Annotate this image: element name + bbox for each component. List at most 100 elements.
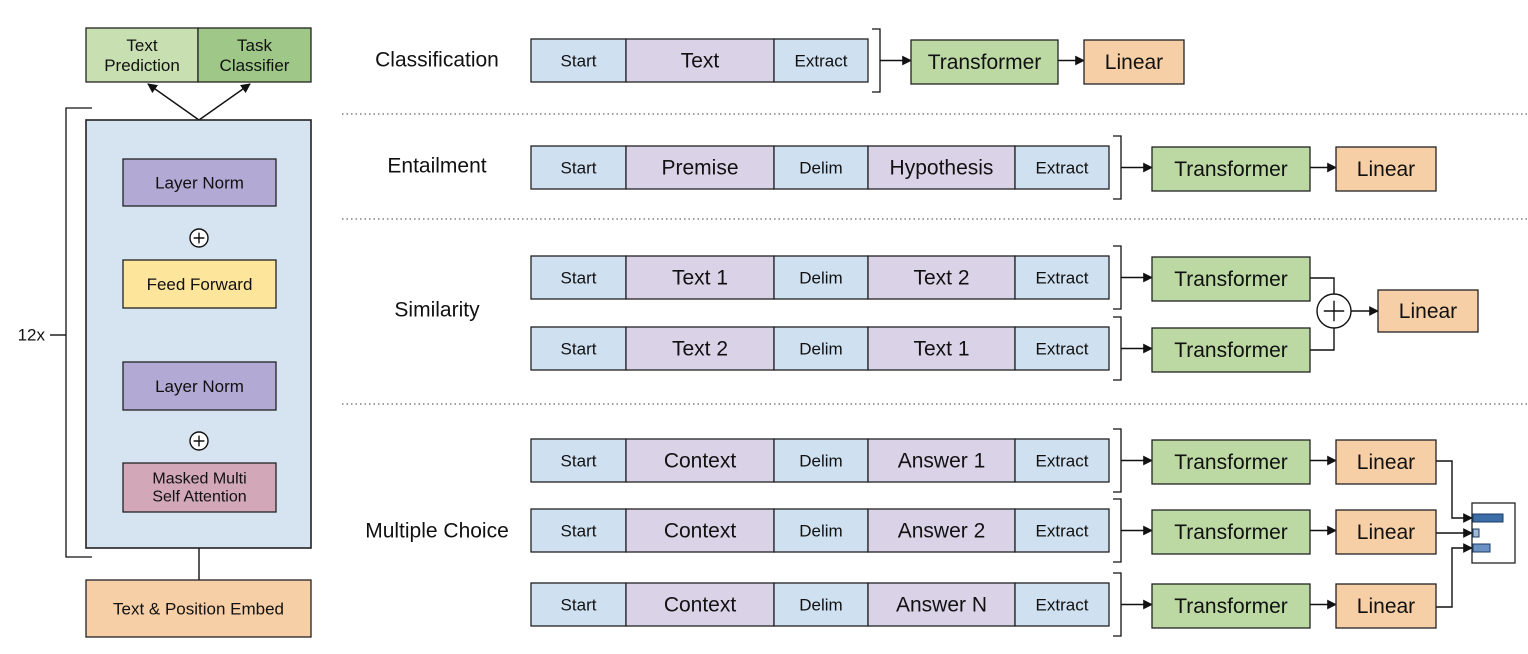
task-label: Entailment [387,155,486,178]
text-position-embed-label: Text & Position Embed [113,599,284,618]
transformer-box-label: Transformer [1174,595,1288,618]
choice-score-bar [1472,543,1491,553]
transformer-box [1151,583,1311,629]
transformer-box-label: Transformer [928,51,1042,74]
token-cell [625,255,775,300]
transformer-box-label: Transformer [1174,521,1288,544]
token-label: Start [561,268,597,287]
token-cell [1014,438,1110,483]
token-cell [1014,326,1110,371]
add-node-2-sign [193,232,205,244]
token-cell [867,582,1016,627]
token-cell [1014,255,1110,300]
similarity-join-bottom [1301,328,1335,351]
layer-norm-bottom [122,361,277,411]
token-cell [625,38,775,83]
transformer-box [1151,327,1311,373]
arrow-to-text-prediction [147,83,200,121]
linear-box [1335,146,1437,192]
input-bracket [1113,428,1122,493]
arrow-to-task-classifier [198,83,251,121]
input-bracket [1113,135,1122,200]
token-label: Answer N [896,593,987,616]
choice-n-to-output [1429,543,1473,608]
token-label: Start [561,51,597,70]
input-bracket [1113,572,1122,637]
token-label: Delim [799,451,842,470]
token-cell [625,508,775,553]
token-label: Text 1 [913,337,969,360]
token-cell [773,582,869,627]
token-cell [530,508,627,553]
task-label: Multiple Choice [365,520,509,543]
linear-box [1335,509,1437,555]
transformer-box [1151,439,1311,485]
token-cell [867,438,1016,483]
token-label: Delim [799,339,842,358]
repeat-bracket [65,107,92,558]
text-prediction-head [85,27,199,83]
linear-box-label: Linear [1357,595,1415,618]
similarity-add-node-sign [1323,300,1345,322]
task-classifier-head [197,27,312,83]
token-label: Answer 1 [898,449,986,472]
token-label: Extract [1036,268,1089,287]
token-cell [530,38,627,83]
input-bracket [1113,245,1122,310]
transformer-box-label: Transformer [1174,451,1288,474]
token-cell [530,582,627,627]
transformer-box-label: Transformer [1174,268,1288,291]
transformer-box [1151,256,1311,302]
input-bracket [872,28,881,93]
token-cell [625,438,775,483]
token-label: Delim [799,158,842,177]
token-label: Context [664,519,737,542]
token-label: Extract [1036,595,1089,614]
linear-box [1083,39,1185,85]
token-label: Text [681,49,720,72]
token-cell [625,145,775,190]
feed-forward-block [122,259,277,309]
choice-score-bar [1472,528,1480,538]
linear-box-label: Linear [1357,158,1415,181]
linear-box [1335,583,1437,629]
transformer-box [1151,146,1311,192]
input-bracket [1113,498,1122,563]
similarity-linear-box [1377,289,1479,333]
task-label: Classification [375,49,499,72]
token-label: Hypothesis [890,156,994,179]
token-cell [867,145,1016,190]
token-label: Answer 2 [898,519,986,542]
layer-norm-bottom-label: Layer Norm [155,377,244,396]
similarity-linear-box-label: Linear [1399,300,1457,323]
token-label: Extract [1036,451,1089,470]
token-cell [530,326,627,371]
feed-forward-block-label: Feed Forward [147,275,253,294]
linear-box-label: Linear [1357,451,1415,474]
token-label: Delim [799,521,842,540]
token-label: Premise [661,156,738,179]
layer-norm-top-label: Layer Norm [155,173,244,192]
linear-box-label: Linear [1105,51,1163,74]
token-label: Text 1 [672,266,728,289]
repeat-label: 12x [18,326,46,345]
token-cell [530,438,627,483]
token-cell [867,255,1016,300]
similarity-join-top [1301,277,1335,294]
token-label: Delim [799,595,842,614]
token-label: Text 2 [672,337,728,360]
token-label: Extract [795,51,848,70]
token-label: Start [561,339,597,358]
token-cell [773,508,869,553]
add-node-1-sign [193,435,205,447]
masked-self-attention-block [122,462,277,513]
choice-score-bar [1472,513,1504,523]
token-label: Start [561,521,597,540]
token-cell [530,255,627,300]
linear-box [1335,439,1437,485]
linear-box-label: Linear [1357,521,1415,544]
transformer-box-label: Transformer [1174,158,1288,181]
